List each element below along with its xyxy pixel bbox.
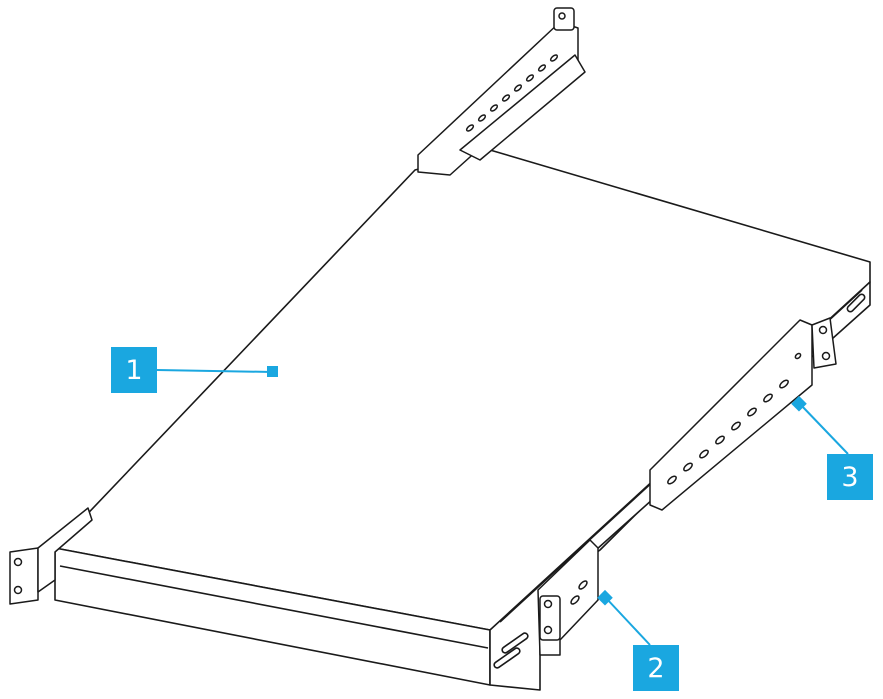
left-mounting-ear <box>9 507 93 605</box>
callout-2: 2 <box>633 645 679 691</box>
leader-1-dot <box>267 366 278 377</box>
callout-leaders <box>156 366 849 646</box>
leader-2 <box>605 597 651 646</box>
ear-hole <box>558 12 566 20</box>
leader-3-dot <box>791 395 807 412</box>
leader-1 <box>156 369 273 373</box>
side-rail-holes <box>667 352 802 485</box>
leader-3 <box>799 403 849 455</box>
slot <box>493 647 521 669</box>
callout-1: 1 <box>111 347 157 393</box>
slot <box>846 293 866 313</box>
back-rail-holes <box>465 54 559 132</box>
callout-3: 3 <box>827 454 873 500</box>
front-lip-fold <box>59 565 489 649</box>
side-rail <box>649 317 837 511</box>
back-rail <box>417 7 586 176</box>
front-right-bracket <box>537 539 599 656</box>
slot <box>501 632 529 654</box>
leader-2-dot <box>597 589 613 606</box>
